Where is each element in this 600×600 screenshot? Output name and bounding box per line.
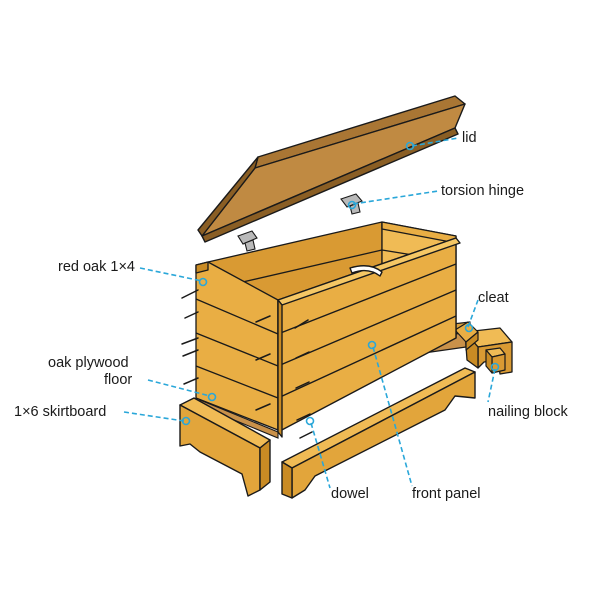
leader-floor <box>147 379 211 397</box>
label-floor: floor <box>104 372 133 388</box>
lid <box>197 95 466 243</box>
left-skirtboard <box>179 397 271 497</box>
leader-dowel <box>310 422 331 489</box>
endpoint-red-oak <box>198 277 208 287</box>
front-skirtboard <box>281 367 476 499</box>
label-cleat: cleat <box>478 290 509 306</box>
label-nailing-block: nailing block <box>488 404 568 420</box>
leader-endpoints <box>181 141 500 426</box>
nailing-block <box>485 347 506 374</box>
front-panel <box>277 237 461 438</box>
endpoint-skirtboard <box>181 416 191 426</box>
endpoint-nailing-block <box>490 362 500 372</box>
endpoint-front-panel <box>367 340 377 350</box>
endpoint-hinge <box>347 200 357 210</box>
leader-front-panel <box>372 346 413 487</box>
label-red-oak: red oak 1×4 <box>58 259 135 275</box>
leader-red-oak <box>139 267 203 282</box>
dowels-left <box>181 289 271 411</box>
torsion-hinges <box>237 193 363 252</box>
label-skirtboard: 1×6 skirtboard <box>14 404 107 420</box>
endpoint-floor <box>207 392 217 402</box>
dowels-front <box>294 319 313 439</box>
leader-lines <box>123 137 496 489</box>
leader-skirtboard <box>123 411 185 422</box>
leader-cleat <box>467 299 479 328</box>
label-oak-plywood: oak plywood <box>48 355 129 371</box>
endpoint-lid <box>405 141 415 151</box>
leader-nailing-block <box>487 368 496 403</box>
label-lid: lid <box>462 130 477 146</box>
label-torsion-hinge: torsion hinge <box>441 183 525 199</box>
label-front-panel: front panel <box>412 486 481 502</box>
label-dowel: dowel <box>331 486 369 502</box>
endpoint-cleat <box>464 323 474 333</box>
leader-hinge <box>352 190 439 205</box>
endpoint-dowel <box>305 416 315 426</box>
